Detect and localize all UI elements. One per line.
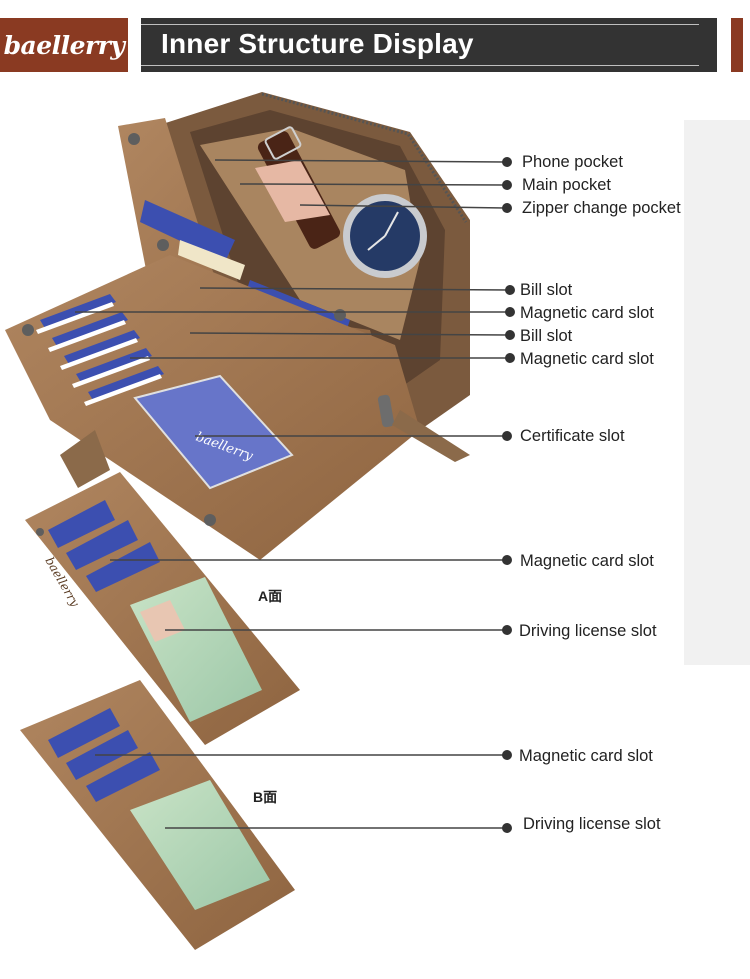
side-a-tag: A面 <box>258 588 283 604</box>
label-main-pocket: Main pocket <box>522 176 611 194</box>
label-magnetic-card-slot-1: Magnetic card slot <box>520 304 654 322</box>
banner-rule-bottom <box>141 65 699 66</box>
label-certificate-slot: Certificate slot <box>520 427 625 445</box>
label-bill-slot-2: Bill slot <box>520 327 573 345</box>
banner-rule-top <box>141 24 699 25</box>
brand-logo: baellerry <box>0 18 128 72</box>
label-zipper-change-pocket: Zipper change pocket <box>522 199 681 217</box>
side-b-tag: B面 <box>253 789 278 805</box>
label-magnetic-card-slot-a: Magnetic card slot <box>520 552 654 570</box>
card-holder-b <box>20 680 295 950</box>
brand-logo-text: baellerry <box>3 30 125 60</box>
callout-dots <box>502 157 515 833</box>
callout-leaders <box>75 159 511 829</box>
label-magnetic-card-slot-2: Magnetic card slot <box>520 350 654 368</box>
label-driving-license-slot-a: Driving license slot <box>519 622 657 640</box>
label-magnetic-card-slot-b: Magnetic card slot <box>519 747 653 765</box>
wallet-photo: baellerry baellerry <box>0 88 750 979</box>
label-driving-license-slot-b: Driving license slot <box>523 815 661 833</box>
main-wallet: baellerry <box>5 92 470 560</box>
card-holder-a: baellerry <box>25 472 300 745</box>
page-title: Inner Structure Display <box>161 28 474 59</box>
label-bill-slot-1: Bill slot <box>520 281 573 299</box>
title-banner: Inner Structure Display <box>141 18 717 72</box>
header: baellerry Inner Structure Display <box>0 0 750 88</box>
brand-accent-bar <box>731 18 743 72</box>
label-phone-pocket: Phone pocket <box>522 153 623 171</box>
